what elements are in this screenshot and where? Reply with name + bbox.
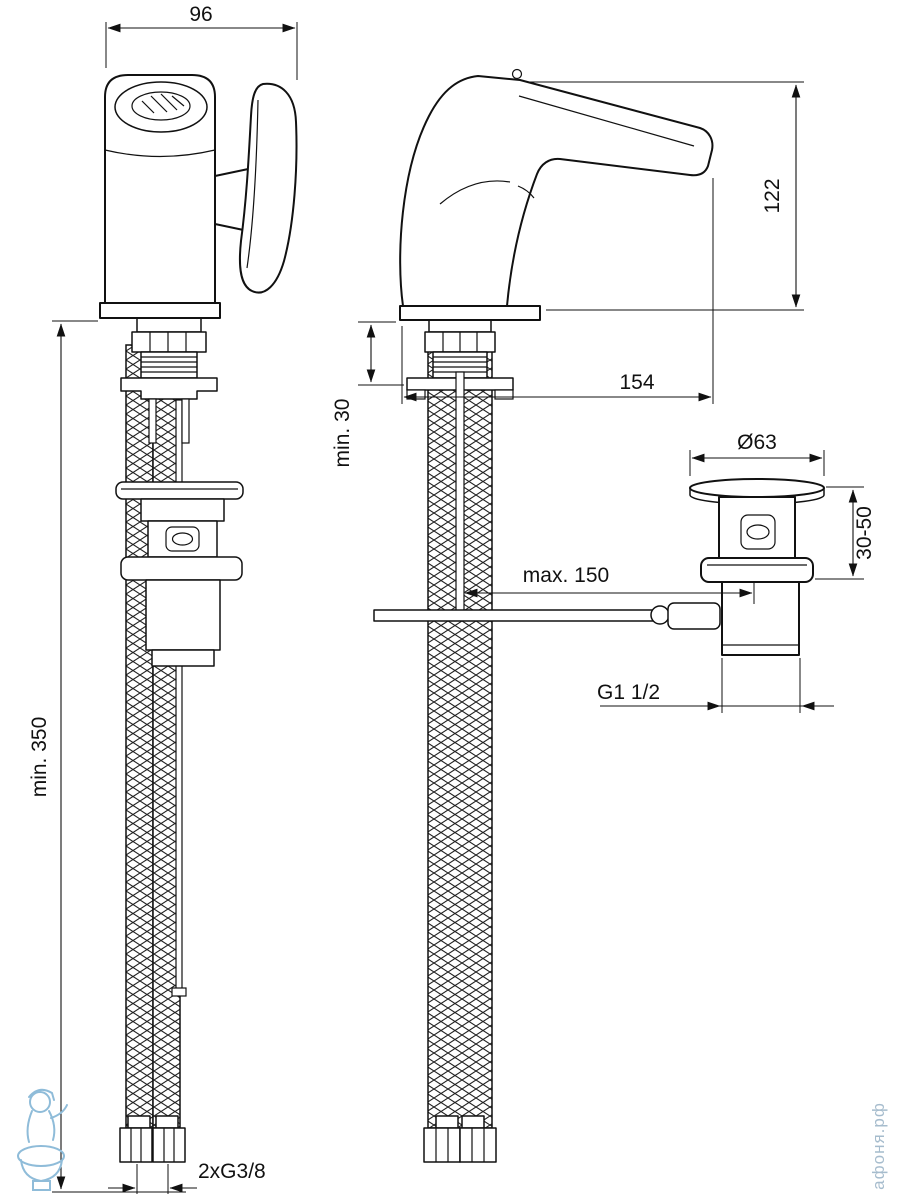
front-handle-lever [214,82,298,294]
dim-body-height-label: 122 [761,178,784,213]
dimension-hose-thread: 2xG3/8 [108,1160,266,1194]
dim-deck-thickness-label: min. 30 [331,399,354,468]
dim-rod-reach-label: max. 150 [523,564,609,587]
drain-front-view [115,481,244,667]
dim-hose-length-label: min. 350 [28,717,51,798]
dim-top-width-label: 96 [189,3,212,26]
vertical-pull-rod [455,371,465,613]
watermark-plumber-logo [17,1088,68,1191]
dim-spout-reach-label: 154 [619,371,654,394]
side-hose-nuts [423,1115,497,1163]
dimension-body-height: 122 [527,81,804,311]
popup-rod-assembly [373,371,721,630]
dim-drain-thread-label: G1 1/2 [597,681,660,704]
front-faucet-body [99,74,221,319]
dim-drain-clamp-range-label: 30-50 [853,506,876,560]
dimension-spout-reach: 154 [401,178,714,404]
dimension-drain-diameter: Ø63 [689,431,825,476]
horizontal-rod [373,609,655,622]
drain-lower-flange [700,557,814,583]
faucet-side-view [373,68,721,1163]
dimension-hose-length: min. 350 [28,320,186,1193]
drain-side-view [689,478,825,656]
dim-drain-diameter-label: Ø63 [737,431,777,454]
dimension-drain-clamp-range: 30-50 [815,486,876,580]
side-faucet-body [399,68,714,321]
drain-flange [689,478,825,498]
dimension-top-width: 96 [105,3,298,80]
watermark-site-text: афоня.рф [869,1102,888,1190]
dimension-deck-thickness: min. 30 [331,321,404,468]
dim-hose-thread-label: 2xG3/8 [198,1160,266,1183]
front-hose-nuts [119,1115,186,1163]
dimension-rod-reach: max. 150 [464,564,755,604]
faucet-front-view [99,74,298,1163]
front-hose-left [125,344,154,1129]
front-pull-rod [171,399,187,997]
dimension-drain-thread: G1 1/2 [597,658,834,713]
